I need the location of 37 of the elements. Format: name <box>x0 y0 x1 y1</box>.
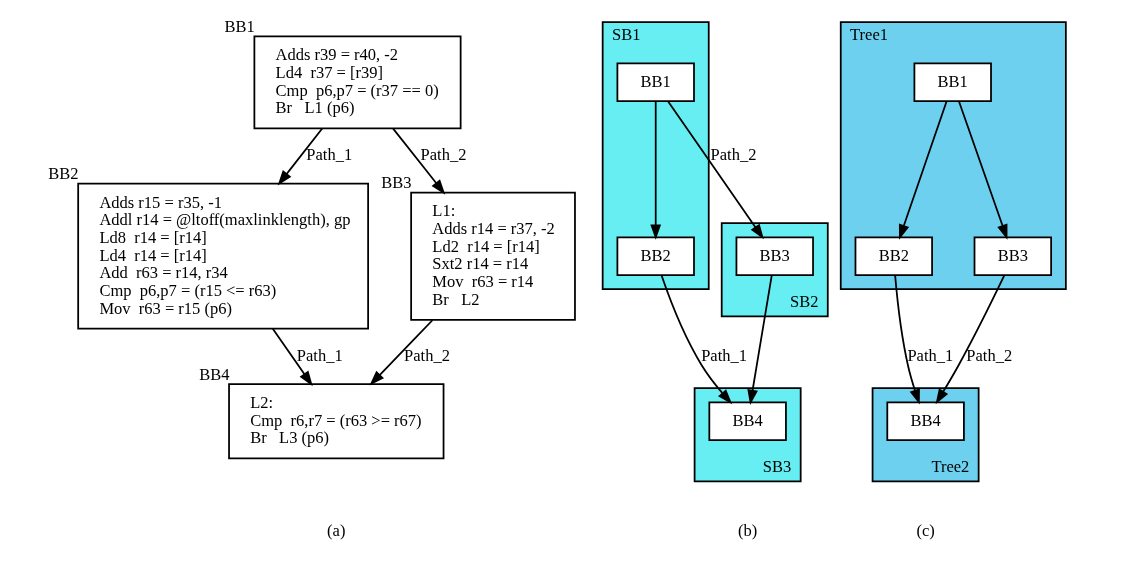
node-box: BB2 <box>616 236 695 276</box>
edge-label: Path_2 <box>965 345 1012 365</box>
node-box: BB3 <box>973 236 1052 276</box>
arrow <box>369 319 433 386</box>
edge-label: Path_2 <box>403 345 450 365</box>
node-label: BB2 <box>47 164 79 184</box>
node-box: Adds r39 = r40, -2 Ld4 r37 = [r39] Cmp p6,p7 = (r37 == 0) Br L1 (p6) <box>253 35 462 130</box>
edge-label: Path_1 <box>700 345 747 365</box>
edge-label: Path_1 <box>296 345 343 365</box>
node-label: BB3 <box>380 173 412 193</box>
arrow <box>957 100 1007 240</box>
node-label: BB4 <box>198 364 229 384</box>
arrow <box>893 274 920 405</box>
arrow <box>277 127 323 186</box>
node-box: BB2 <box>854 236 933 276</box>
edge-label: Path_1 <box>906 345 953 365</box>
edge-label: Path_2 <box>420 145 466 165</box>
node-box: BB3 <box>735 236 814 276</box>
node-box: Adds r15 = r35, -1 Addl r14 = @ltoff(maxlinklength), gp Ld8 r14 = [r14] Ld4 r14 = [r14] Add r63 = r14, r34 Cmp p6,p7 = (r15 <= r63) Mov r63 = r15 (p6) <box>76 182 369 330</box>
edge-label: Path_1 <box>305 145 352 165</box>
arrow <box>271 327 313 387</box>
label: (c) <box>915 521 935 541</box>
node-box: L2: Cmp r6,r7 = (r63 >= r67) Br L3 (p6) <box>227 383 444 460</box>
arrow <box>746 274 773 405</box>
edge-label: Path_2 <box>710 145 756 165</box>
node-label: BB1 <box>224 16 255 36</box>
arrow <box>649 100 661 240</box>
label: (a) <box>326 521 345 541</box>
label: (b) <box>737 521 757 541</box>
node-box: BB1 <box>616 62 695 103</box>
node-box: L1: Adds r14 = r37, -2 Ld2 r14 = [r14] Sxt2 r14 = r14 Mov r63 = r14 Br L2 <box>409 191 576 321</box>
node-box: BB4 <box>885 401 965 441</box>
arrow <box>666 100 764 240</box>
node-box: BB1 <box>913 62 992 103</box>
arrow <box>898 100 947 240</box>
arrow <box>391 127 445 195</box>
node-box: BB4 <box>707 401 787 441</box>
